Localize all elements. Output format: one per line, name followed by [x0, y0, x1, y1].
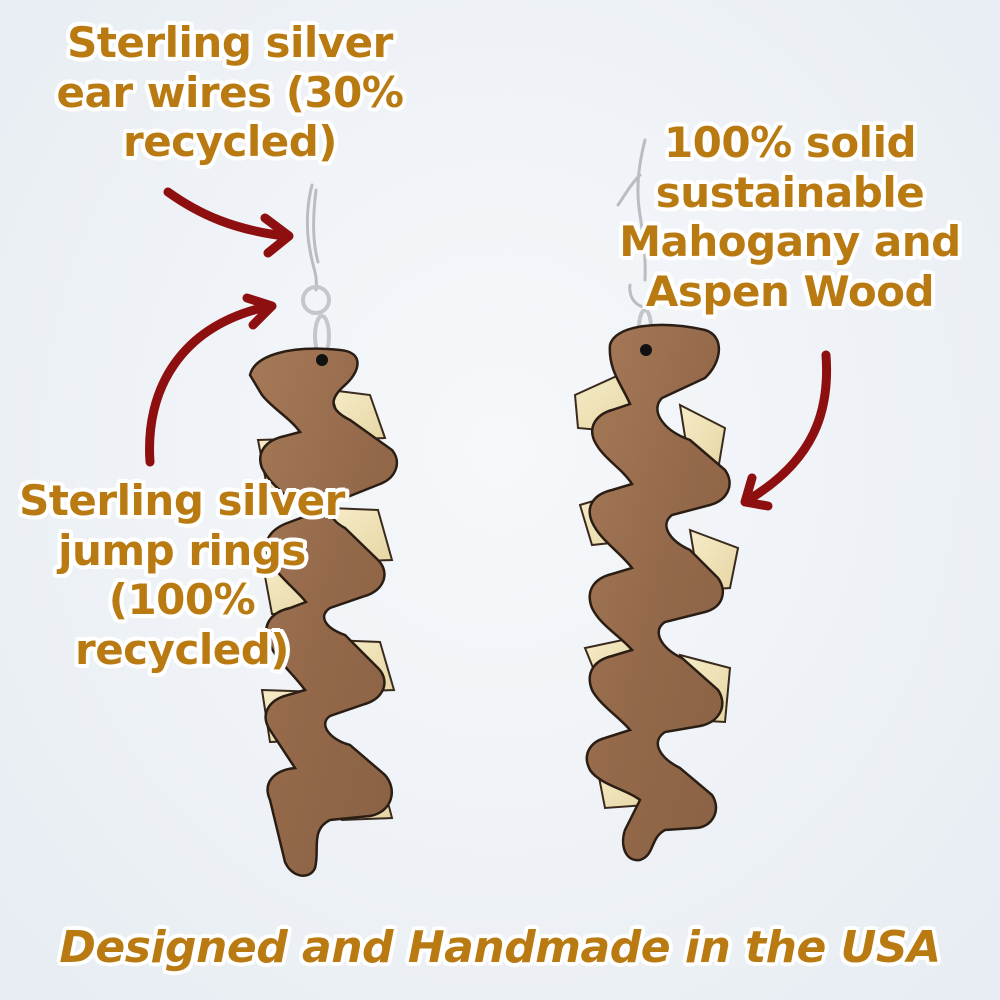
- wood-label-line-1: 100% solid: [663, 118, 917, 167]
- arrow-to-ear-wire-icon: [163, 187, 294, 258]
- right-earring: [573, 138, 740, 862]
- left-earring: [248, 183, 399, 877]
- left-earring-hole-icon: [316, 354, 328, 366]
- wood-label-line-4: Aspen Wood: [645, 266, 935, 316]
- ear-wires-label-line-1: Sterling silver: [67, 18, 393, 67]
- jump-rings-label-line-1: Sterling silver: [19, 476, 345, 525]
- jump-rings-label-line-4: recycled): [74, 624, 290, 674]
- ear-wires-label: Sterling silver ear wires (30% recycled): [50, 18, 410, 167]
- arrow-to-jump-ring-icon: [145, 293, 277, 467]
- left-ear-wire-icon: [305, 183, 320, 292]
- jump-rings-label: Sterling silver jump rings (100% recycle…: [12, 476, 352, 674]
- ear-wires-label-line-2: ear wires (30%: [56, 67, 404, 117]
- left-jump-ring-icon: [301, 285, 331, 315]
- footer-tagline: Designed and Handmade in the USA: [59, 922, 941, 973]
- jump-rings-label-line-3: (100%: [108, 575, 256, 625]
- right-earring-hole-icon: [640, 344, 652, 356]
- wood-label-line-3: Mahogany and: [619, 217, 961, 267]
- wood-label-line-2: sustainable: [655, 167, 925, 217]
- right-ear-wire-icon: [616, 138, 663, 309]
- wood-material-label: 100% solid sustainable Mahogany and Aspe…: [605, 118, 975, 316]
- jump-rings-label-line-2: jump rings: [58, 525, 306, 575]
- arrow-to-wood-icon: [740, 350, 832, 511]
- ear-wires-label-line-3: recycled): [122, 117, 338, 167]
